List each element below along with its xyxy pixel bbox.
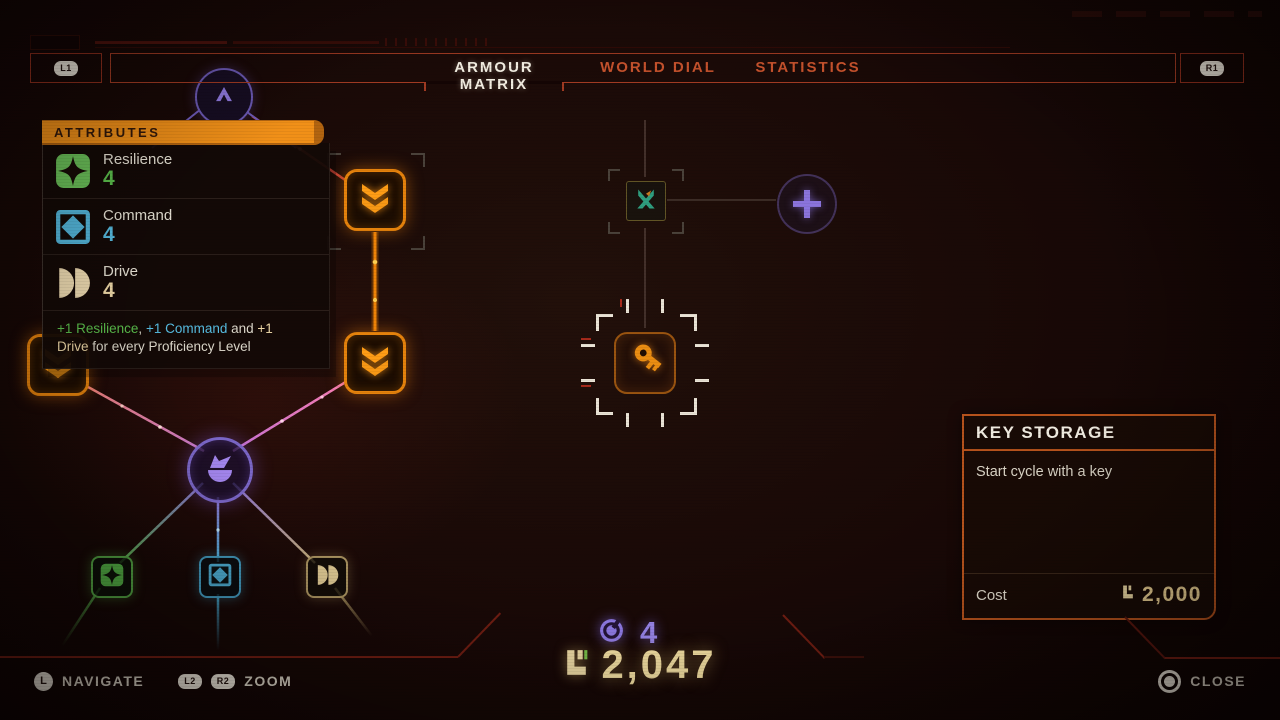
double-chevron-down-icon [359, 346, 391, 381]
footer-bar: L NAVIGATE L2 R2 ZOOM CLOSE [0, 663, 1280, 699]
plus-icon [793, 190, 821, 218]
key-storage-title: KEY STORAGE [964, 416, 1214, 451]
skill-node-resilience[interactable] [91, 556, 133, 598]
selection-bracket [596, 398, 613, 415]
tab-armour-matrix[interactable]: ARMOUR MATRIX [454, 59, 534, 93]
selection-bracket [680, 398, 697, 415]
selection-bracket [626, 299, 629, 313]
attribute-name: Command [103, 207, 173, 224]
attribute-row-command: Command 4 [43, 199, 329, 255]
left-bumper-box[interactable]: L1 [30, 53, 102, 83]
selection-tick-red [620, 299, 622, 307]
selection-bracket [581, 344, 595, 347]
selection-bracket [661, 299, 664, 313]
cost-value: 2,000 [1121, 583, 1202, 607]
skill-node-command[interactable] [199, 556, 241, 598]
currency-icon [1121, 583, 1135, 607]
selection-bracket [680, 314, 697, 331]
close-hint[interactable]: CLOSE [1158, 669, 1246, 693]
skill-node-proficiency-hub[interactable] [187, 437, 253, 503]
selection-bracket [695, 379, 709, 382]
command-icon [208, 563, 232, 592]
node-tick [672, 169, 684, 181]
zoom-label: ZOOM [244, 673, 293, 689]
attributes-panel-header: ATTRIBUTES [42, 120, 330, 145]
key-storage-cost-row: Cost 2,000 [964, 573, 1214, 618]
key-icon [626, 342, 664, 385]
attributes-description: +1 Resilience, +1 Command and +1 Drive f… [57, 321, 273, 354]
double-chevron-down-icon [359, 183, 391, 218]
selection-bracket [661, 413, 664, 427]
attribute-row-resilience: Resilience 4 [43, 143, 329, 199]
tab-statistics[interactable]: STATISTICS [755, 59, 861, 76]
skill-node-drive[interactable] [306, 556, 348, 598]
swoosh-icon [203, 451, 237, 490]
attribute-value: 4 [103, 223, 116, 246]
right-bumper-box[interactable]: R1 [1180, 53, 1244, 83]
r1-button-icon[interactable]: R1 [1199, 60, 1225, 76]
x-glyph-icon [633, 186, 659, 217]
skill-node-chevron-lower[interactable] [344, 332, 406, 394]
command-icon [55, 209, 91, 245]
key-storage-description: Start cycle with a key [976, 464, 1113, 480]
key-storage-panel: KEY STORAGE Start cycle with a key Cost … [962, 414, 1216, 620]
resilience-icon [55, 153, 91, 189]
left-stick-icon[interactable]: L [34, 671, 53, 691]
drive-icon [55, 265, 91, 301]
selection-bracket [626, 413, 629, 427]
attribute-row-drive: Drive 4 [43, 255, 329, 311]
arch-icon [209, 80, 239, 115]
skill-node-x[interactable] [626, 181, 666, 221]
attribute-value: 4 [103, 167, 116, 190]
drive-icon [315, 563, 339, 592]
cost-label: Cost [976, 586, 1007, 604]
selection-bracket [581, 379, 595, 382]
navigate-label: NAVIGATE [62, 673, 145, 689]
selection-tick-red [581, 338, 591, 340]
circle-button-icon[interactable] [1158, 669, 1182, 693]
skill-node-chevron-upper[interactable] [344, 169, 406, 231]
skill-node-plus[interactable] [777, 174, 837, 234]
l1-button-icon[interactable]: L1 [54, 60, 78, 76]
attribute-name: Drive [103, 263, 139, 280]
node-tick [672, 222, 684, 234]
attribute-name: Resilience [103, 151, 173, 168]
navigate-hint[interactable]: L NAVIGATE L2 R2 ZOOM [34, 671, 293, 691]
selection-tick-red [581, 385, 591, 387]
resilience-icon [100, 563, 124, 592]
tab-world-dial[interactable]: WORLD DIAL [600, 59, 716, 76]
r2-button-icon[interactable]: R2 [210, 673, 236, 689]
node-tick [608, 222, 620, 234]
l2-button-icon[interactable]: L2 [178, 673, 202, 689]
node-tick [608, 169, 620, 181]
skill-node-key-selected[interactable] [614, 332, 676, 394]
selection-bracket [596, 314, 613, 331]
node-tick [411, 236, 425, 250]
attributes-panel: ATTRIBUTES Resilience 4 [42, 120, 330, 369]
node-tick [411, 153, 425, 167]
attribute-value: 4 [103, 279, 116, 302]
attributes-header-front-tab: ATTRIBUTES [42, 121, 314, 143]
close-label: CLOSE [1190, 673, 1246, 689]
attributes-title: ATTRIBUTES [54, 124, 161, 140]
attributes-panel-body: Resilience 4 Command 4 [42, 143, 330, 369]
selection-bracket [695, 344, 709, 347]
